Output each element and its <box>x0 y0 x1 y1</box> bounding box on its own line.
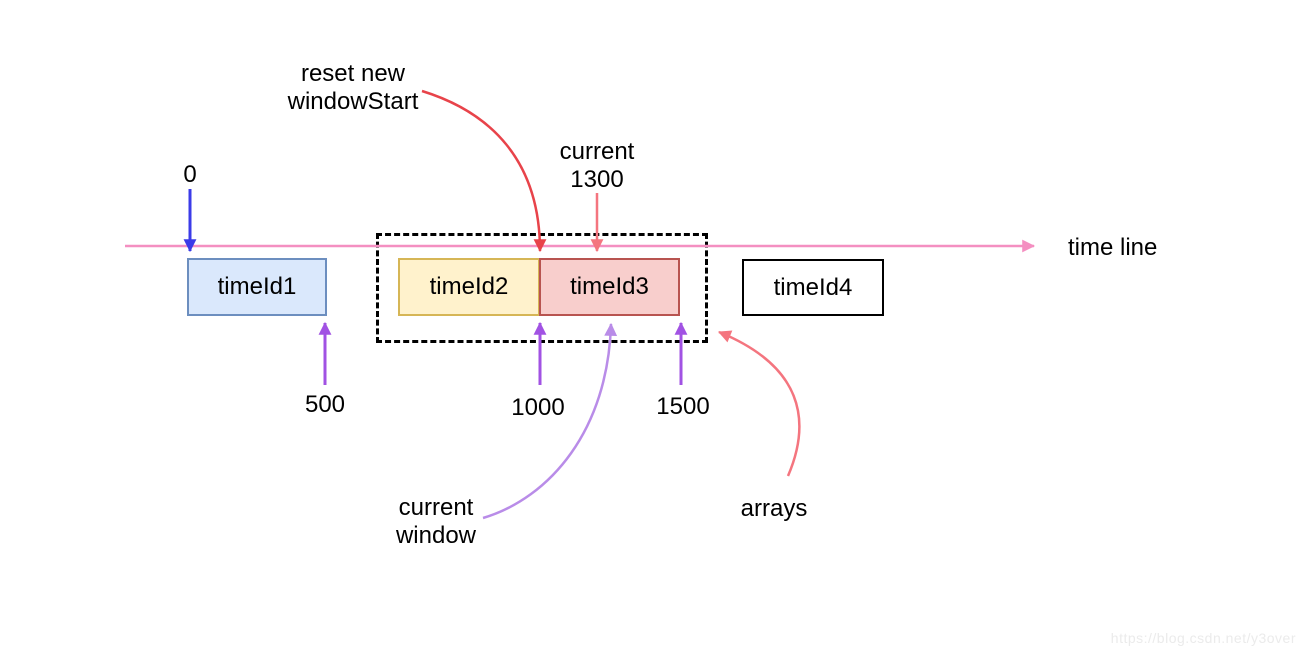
label-reset-windowstart: reset new windowStart <box>288 60 419 116</box>
timeid1-label: timeId1 <box>217 273 297 300</box>
label-current-window: current window <box>396 494 476 550</box>
arrays-arrow <box>718 330 801 477</box>
timeid3-label: timeId3 <box>570 273 649 300</box>
timeid2-label: timeId2 <box>429 273 509 300</box>
timeid4-box: timeId4 <box>742 259 884 316</box>
reset-windowstart-arrow <box>421 89 547 253</box>
label-arrays: arrays <box>740 495 808 522</box>
label-1500: 1500 <box>656 393 710 420</box>
timeid2-box: timeId2 <box>398 258 540 316</box>
label-1000: 1000 <box>511 394 565 421</box>
timeid3-box: timeId3 <box>539 258 680 316</box>
label-current-window-line1: current <box>398 494 474 521</box>
timeid4-label: timeId4 <box>773 273 853 301</box>
label-zero: 0 <box>183 161 197 188</box>
label-current-window-line2: window <box>395 522 477 549</box>
label-reset-line2: windowStart <box>287 88 419 115</box>
label-timeline: time line <box>1068 234 1158 261</box>
label-reset-line1: reset new <box>300 60 406 87</box>
label-current-1300-line2: 1300 <box>570 166 624 193</box>
label-current-1300-line1: current <box>559 138 635 165</box>
timeid1-box: timeId1 <box>187 258 327 316</box>
label-500: 500 <box>304 391 346 418</box>
watermark: https://blog.csdn.net/y3over <box>1110 630 1296 646</box>
label-current-1300: current 1300 <box>560 138 635 194</box>
